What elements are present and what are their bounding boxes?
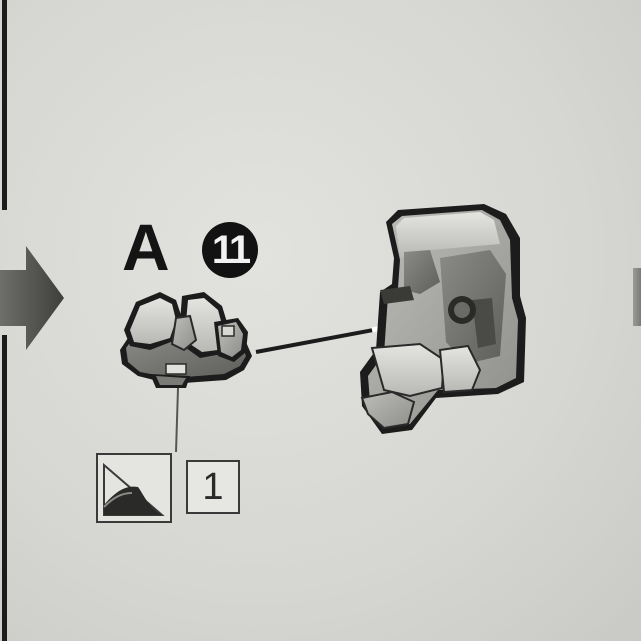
part-runner-letter: A — [122, 210, 170, 284]
small-part-a11 — [120, 292, 252, 388]
head-assembly-part — [360, 204, 526, 434]
step-divider-line — [2, 0, 7, 210]
next-step-arrow-icon — [633, 268, 641, 326]
nub-trim-icon-graphic — [103, 462, 165, 516]
next-step-arrow-icon — [0, 246, 64, 350]
nub-leader-line — [175, 387, 179, 453]
part-quantity-box: 1 — [186, 460, 240, 514]
nub-trim-icon — [96, 453, 172, 523]
step-divider-line — [2, 335, 7, 641]
part-number-badge: 11 — [202, 222, 258, 278]
